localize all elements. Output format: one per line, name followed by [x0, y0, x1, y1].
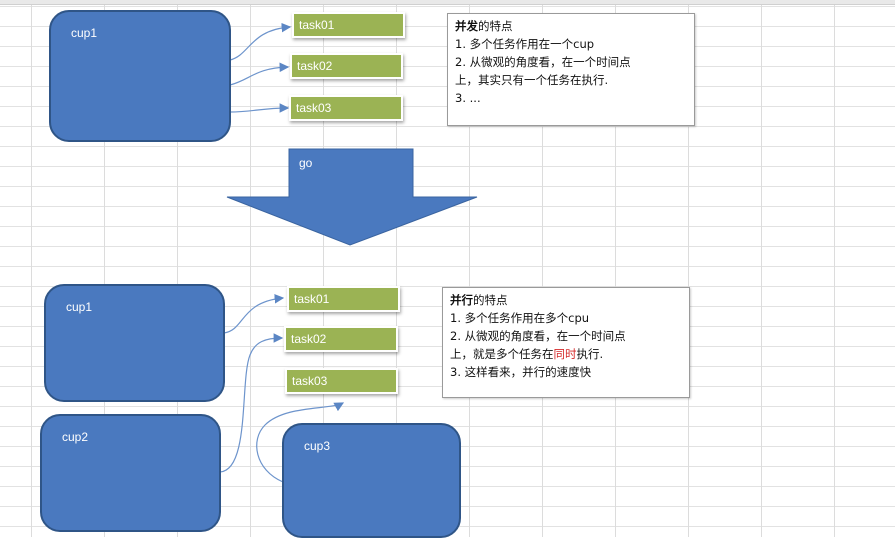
- cpu-box-bottom-cup2: cup2: [40, 414, 221, 532]
- task-box-top-task02: task02: [290, 53, 403, 79]
- concurrency-note-title: 并发的特点: [455, 19, 513, 33]
- connector-top-cpu1-task02: [229, 62, 290, 86]
- cpu-label: cup1: [66, 300, 93, 314]
- parallelism-note-line3: 3. 这样看来，并行的速度快: [450, 365, 592, 379]
- connector-top-cpu1-task03: [229, 103, 290, 113]
- cpu-box-bottom-cup3: cup3: [282, 423, 461, 538]
- cpu-label: cup3: [304, 439, 331, 453]
- parallelism-note-title: 并行的特点: [450, 293, 508, 307]
- connector-top-cpu1-task01: [229, 22, 292, 61]
- task-box-bottom-task03: task03: [285, 368, 398, 394]
- task-box-top-task01: task01: [292, 12, 405, 38]
- parallelism-note-line1: 1. 多个任务作用在多个cpu: [450, 311, 590, 325]
- cpu-label: cup2: [62, 430, 89, 444]
- column-header-strip: [0, 0, 895, 5]
- task-box-top-task03: task03: [289, 95, 403, 121]
- cpu-box-top-cup1: cup1: [49, 10, 231, 142]
- task-box-bottom-task02: task02: [284, 326, 398, 352]
- concurrency-note-line3: 3. ...: [455, 91, 481, 105]
- concurrency-note-box: 并发的特点 1. 多个任务作用在一个cup 2. 从微观的角度看，在一个时间点 …: [447, 13, 695, 126]
- down-arrow-shape: [226, 148, 478, 246]
- parallelism-note-box: 并行的特点 1. 多个任务作用在多个cpu 2. 从微观的角度看，在一个时间点 …: [442, 287, 690, 398]
- parallelism-note-line2b: 上，就是多个任务在同时执行.: [450, 347, 604, 361]
- connector-bottom-cpu3-task03: [256, 402, 345, 483]
- connector-bottom-cpu1-task01: [223, 294, 285, 334]
- parallelism-note-line2a: 2. 从微观的角度看，在一个时间点: [450, 329, 626, 343]
- cpu-box-bottom-cup1: cup1: [44, 284, 225, 402]
- cpu-label: cup1: [71, 26, 98, 40]
- connector-bottom-cpu2-task02: [219, 333, 284, 473]
- concurrency-note-line2a: 2. 从微观的角度看，在一个时间点: [455, 55, 631, 69]
- highlight-simultaneous: 同时: [553, 347, 577, 361]
- task-box-bottom-task01: task01: [287, 286, 400, 312]
- concurrency-note-line1: 1. 多个任务作用在一个cup: [455, 37, 595, 51]
- arrow-label-go: go: [299, 156, 313, 170]
- concurrency-note-line2b: 上，其实只有一个任务在执行.: [455, 73, 609, 87]
